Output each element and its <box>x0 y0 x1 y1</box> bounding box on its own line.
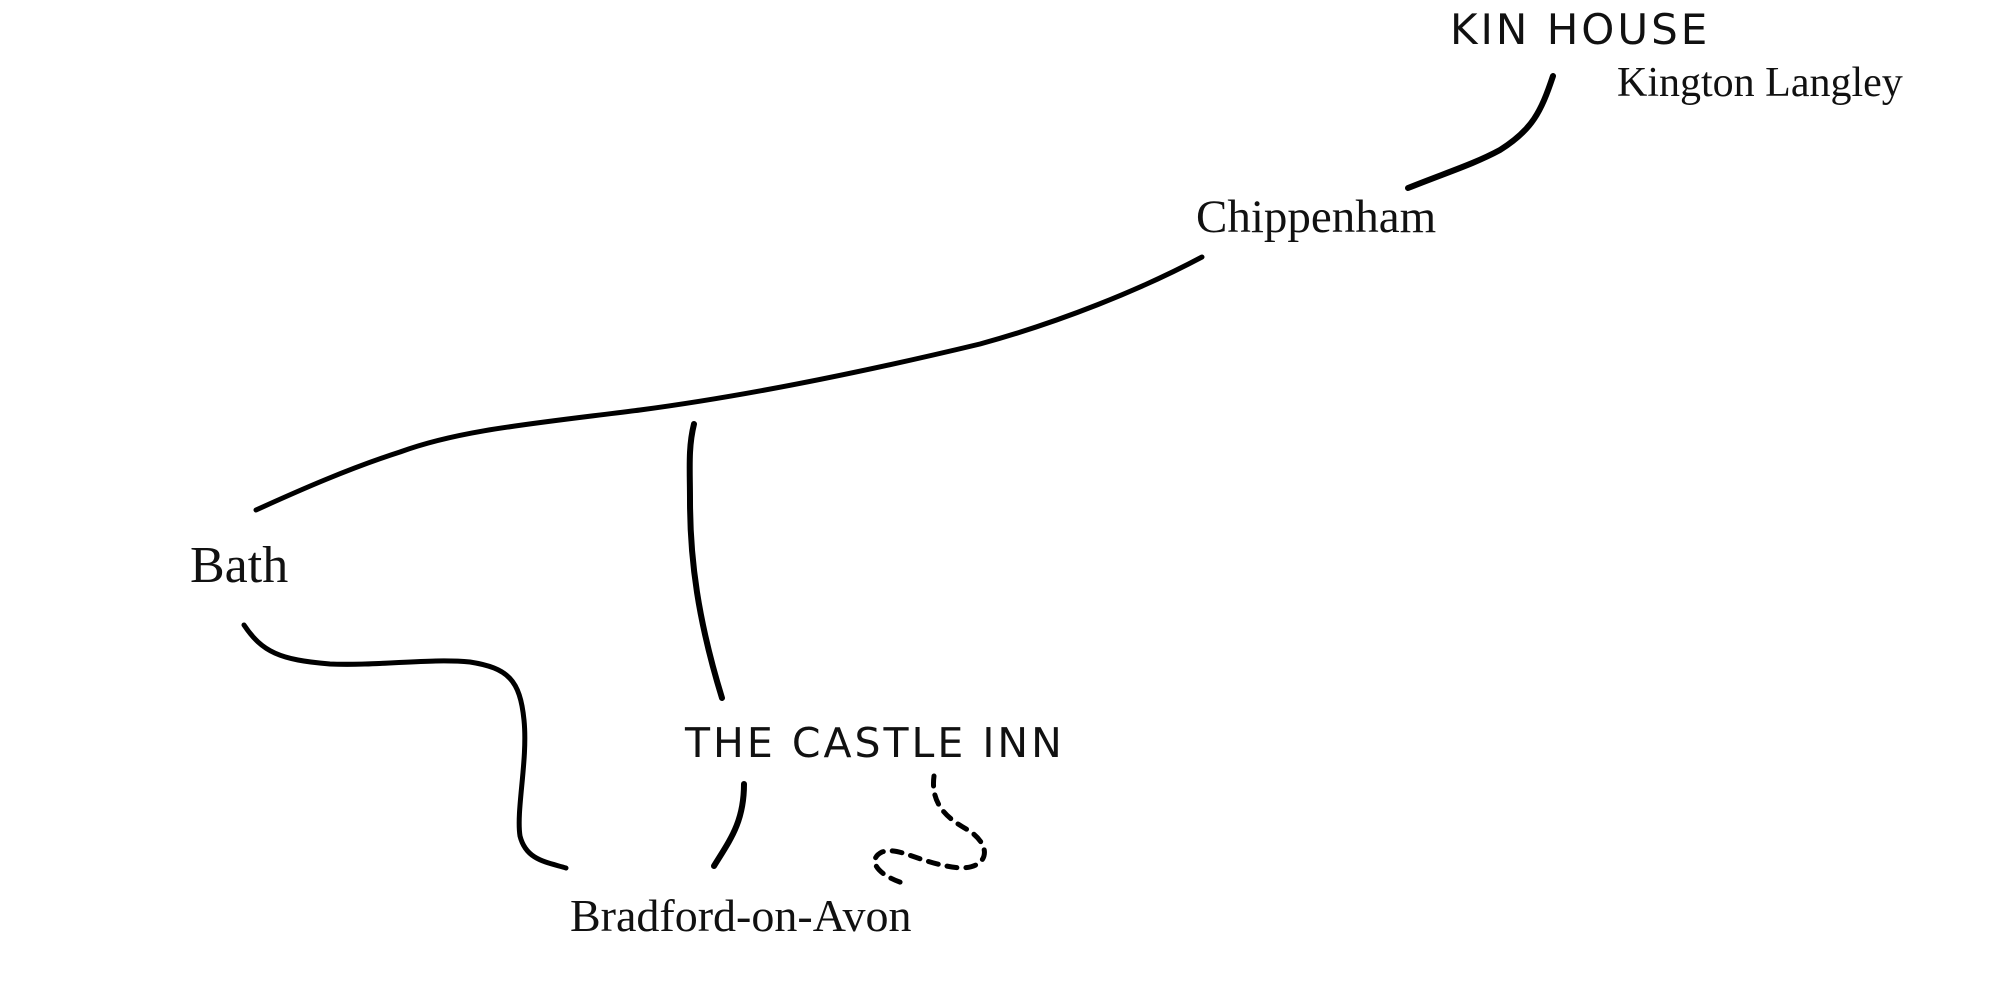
walking-route-dotted <box>872 773 987 887</box>
route-castle-inn-to-bradford-on-avon <box>711 781 747 869</box>
label-chippenham: Chippenham <box>1196 191 1436 243</box>
label-bradford-on-avon: Bradford-on-Avon <box>570 890 912 941</box>
label-bath: Bath <box>190 537 288 594</box>
route-chippenham-to-bath <box>253 254 1205 513</box>
label-kin-house: KIN HOUSE <box>1450 5 1710 54</box>
label-kington-langley: Kington Langley <box>1617 60 1903 106</box>
route-to-castle-inn <box>686 421 725 701</box>
route-bath-to-bradford-on-avon <box>241 622 569 871</box>
route-kington-langley-to-chippenham <box>1405 73 1556 191</box>
label-the-castle-inn: THE CASTLE INN <box>684 719 1065 767</box>
